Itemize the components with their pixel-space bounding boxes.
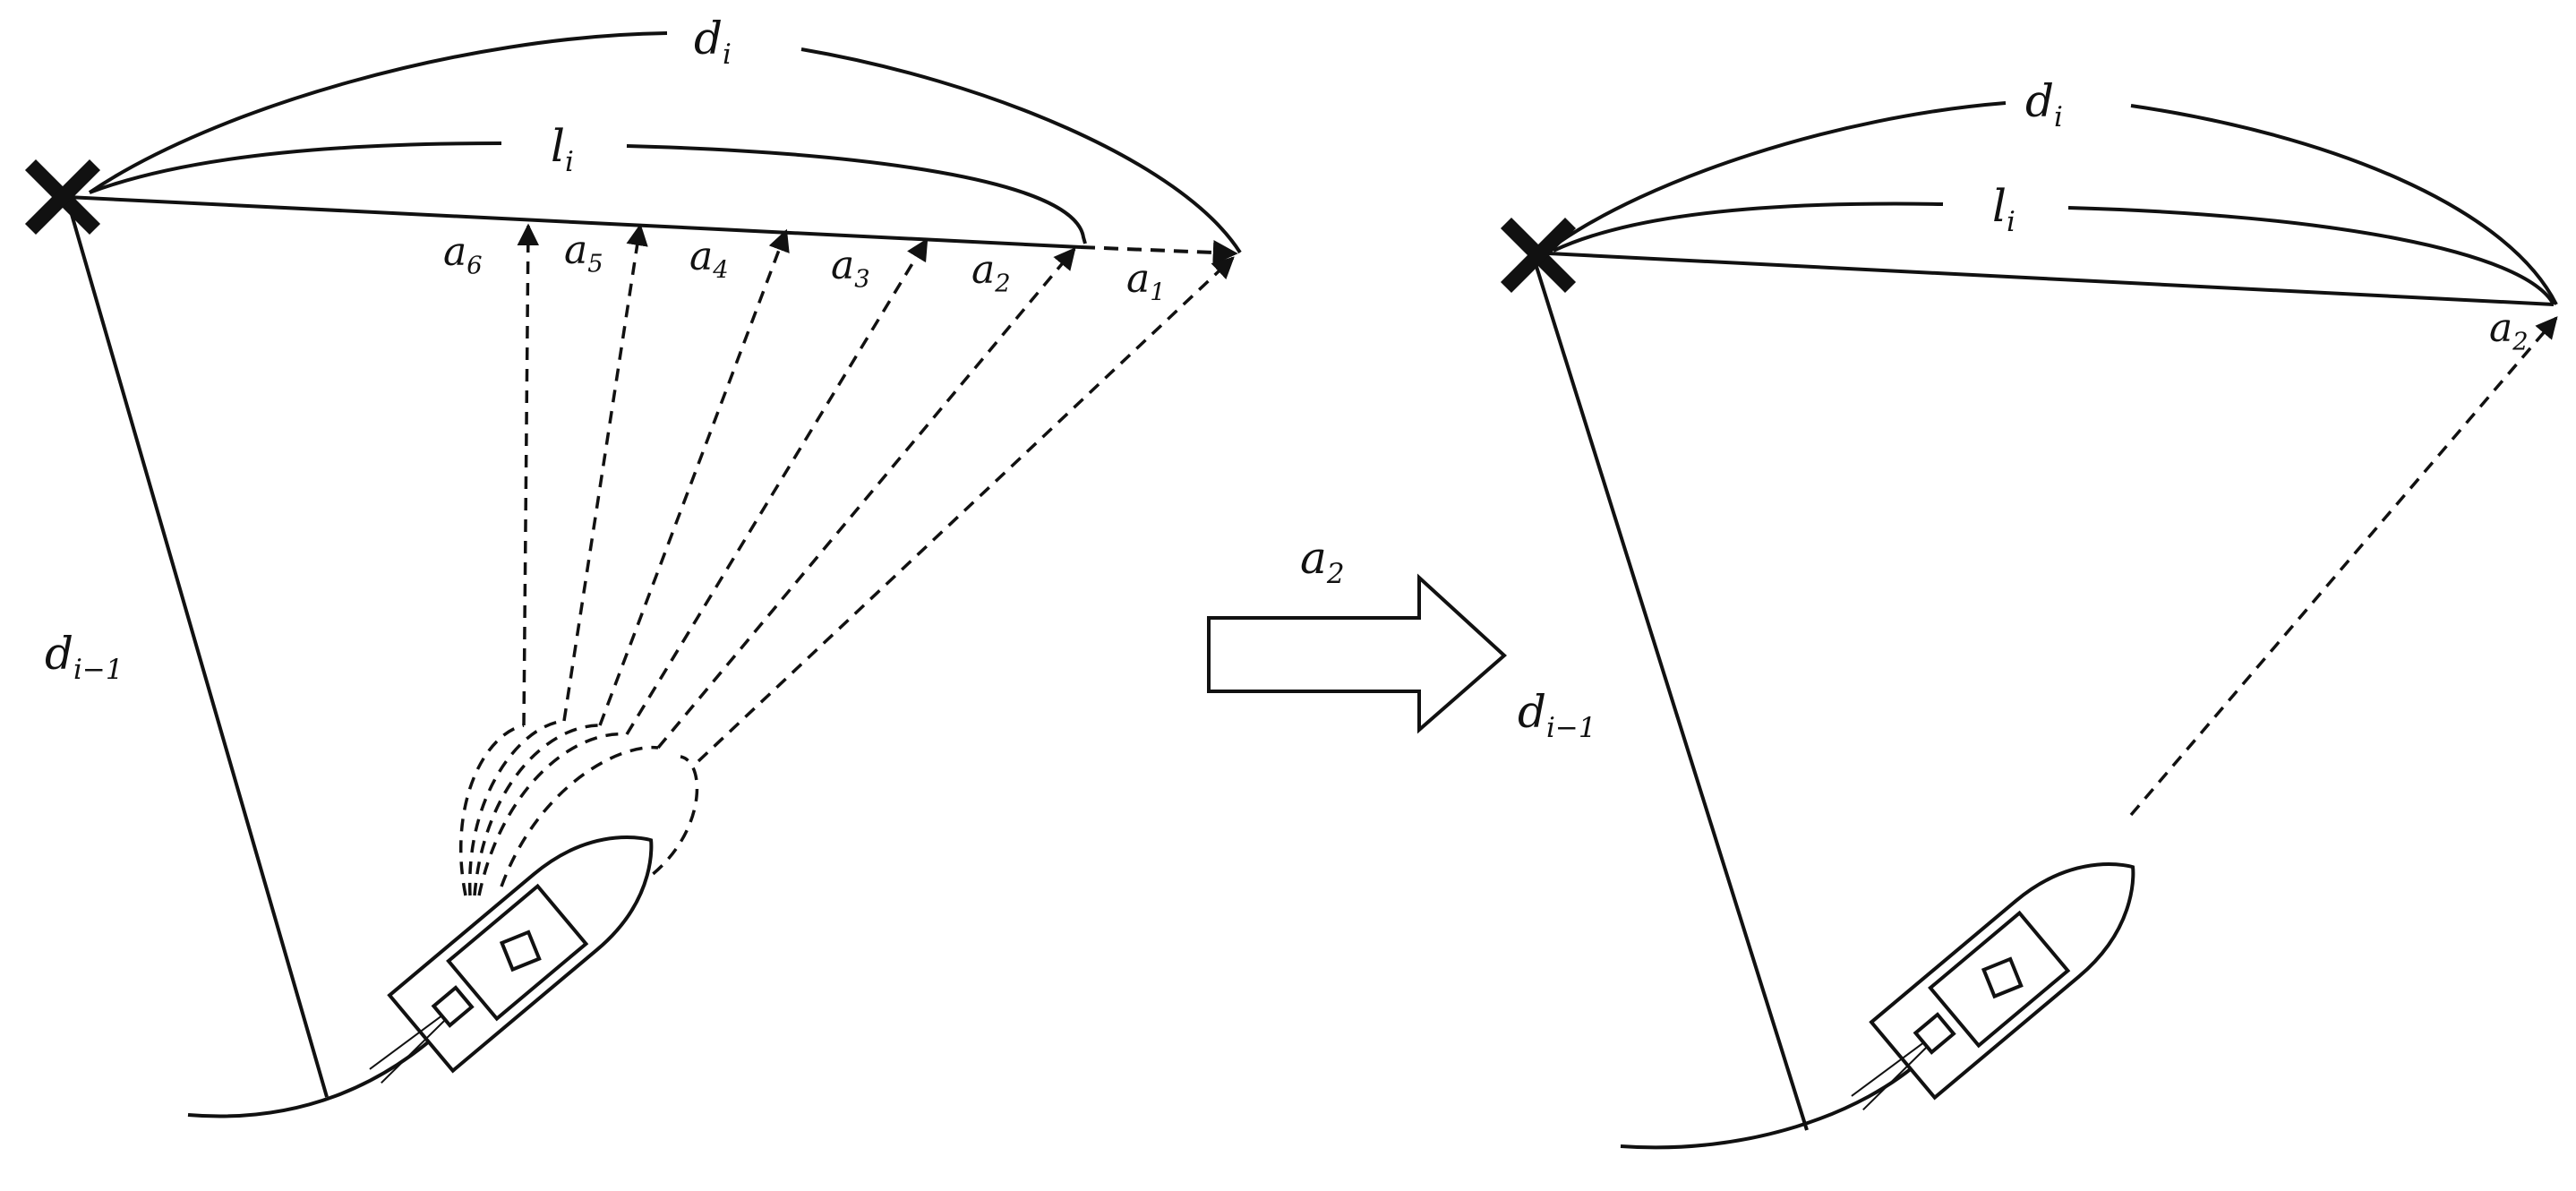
action-arrow-a5 [562, 223, 648, 722]
label-l-i-left: li [551, 120, 574, 178]
label-l-i-right: li [1992, 180, 2015, 238]
right-panel [1500, 101, 2558, 1150]
line-previous-side [65, 198, 329, 1098]
label-a2: a2 [971, 247, 1011, 298]
turn-curve-a1 [635, 755, 699, 888]
boat-icon [1851, 862, 2135, 1110]
action-arrow-a3 [625, 237, 929, 735]
turn-curve-a2 [500, 745, 659, 887]
arc-inner-right [626, 144, 1087, 244]
label-a6: a6 [443, 229, 483, 280]
line-previous-side-r [1531, 254, 1809, 1131]
arc-outer-left-r [1552, 101, 2007, 248]
arc-bottom [187, 1015, 458, 1118]
waypoint-x-icon [24, 159, 101, 236]
arc-inner-right-r [2067, 206, 2555, 305]
turn-curve-a3 [477, 733, 628, 896]
action-arrow-a4 [598, 228, 790, 726]
arc-inner-left [89, 141, 502, 194]
label-d-i-minus-1-right: di−1 [1518, 686, 1596, 744]
action-arrow-a6 [517, 223, 540, 726]
arc-outer-right-r [2130, 104, 2558, 305]
label-a1: a1 [1126, 256, 1166, 307]
arc-bottom-r [1620, 1055, 1927, 1150]
arc-outer-left [88, 31, 668, 194]
chosen-action-arrow [2129, 316, 2558, 817]
boat-icon [369, 835, 654, 1084]
label-a4: a4 [689, 234, 729, 285]
left-panel [24, 31, 1242, 1118]
label-a3: a3 [831, 243, 870, 294]
turn-curve-a5 [468, 719, 565, 896]
turn-curve-a4 [473, 724, 601, 896]
action-arrow-a1 [697, 256, 1235, 763]
action-arrow-a2 [656, 247, 1076, 750]
line-li-to-di-end [1080, 239, 1238, 265]
turn-curve-a6 [458, 724, 525, 896]
label-d-i-right: di [2025, 75, 2063, 133]
turn-curves [458, 719, 699, 896]
label-a5: a5 [564, 227, 603, 278]
label-chosen-a2: a2 [2489, 305, 2529, 356]
waypoint-x-icon [1500, 217, 1577, 294]
label-d-i-minus-1-left: di−1 [45, 628, 124, 686]
right-arrow-icon [1207, 573, 1507, 734]
action-arrows [517, 223, 1235, 763]
arc-outer-right [800, 47, 1242, 254]
line-waypoint-to-end-r [1530, 251, 2555, 306]
label-transition-a2: a2 [1300, 532, 1345, 590]
arc-inner-left-r [1553, 201, 1944, 253]
label-d-i-left: di [694, 13, 732, 71]
